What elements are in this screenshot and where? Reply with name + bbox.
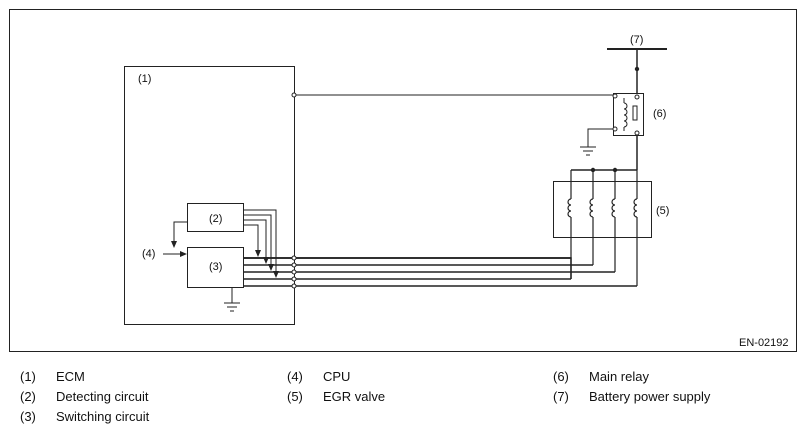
main-relay-box	[613, 93, 644, 136]
legend-text: ECM	[56, 369, 85, 384]
ecm-terminal-a	[291, 255, 297, 261]
relay-terminal-2	[612, 126, 618, 132]
sense-line-2	[243, 214, 272, 270]
detecting-circuit-box	[187, 203, 244, 232]
ecm-box	[124, 66, 295, 325]
feedback-line	[173, 221, 187, 247]
legend-text: EGR valve	[323, 389, 386, 404]
egr-valve-box	[553, 181, 652, 238]
legend-text: Detecting circuit	[56, 389, 149, 404]
legend-text: Battery power supply	[589, 389, 711, 404]
switching-circuit-box	[187, 247, 244, 288]
relay-coil-icon	[623, 98, 628, 131]
switching-ground-icon	[224, 302, 240, 312]
ecm-terminal-b	[291, 262, 297, 268]
legend-text: CPU	[323, 369, 351, 384]
relay-terminal-4	[634, 130, 640, 136]
legend-number: (4)	[287, 369, 303, 384]
legend-number: (7)	[553, 389, 569, 404]
egr-coil-2-icon	[589, 170, 594, 265]
figure-code: EN-02192	[739, 337, 789, 349]
legend-text: Main relay	[589, 369, 649, 384]
relay-terminal-3	[634, 94, 640, 100]
main-relay-label: (6)	[653, 108, 666, 120]
ecm-terminal-relay	[291, 92, 297, 98]
cpu-label: (4)	[142, 248, 155, 260]
drive-wires	[243, 257, 637, 287]
drive-line-1	[243, 257, 572, 279]
egr-valve-label: (5)	[656, 205, 669, 217]
ecm-terminal-e	[291, 283, 297, 289]
egr-coil-4-icon	[633, 170, 638, 286]
detecting-circuit-label: (2)	[209, 213, 222, 225]
battery-label: (7)	[630, 34, 643, 46]
relay-contact-icon	[632, 105, 638, 121]
relay-ground-wire	[587, 128, 613, 147]
figure-frame	[9, 9, 797, 352]
sense-line-3	[243, 219, 267, 263]
relay-terminal-1	[612, 93, 618, 99]
egr-bus-node-1	[590, 167, 596, 173]
feedback-arrow	[171, 241, 177, 248]
legend-number: (5)	[287, 389, 303, 404]
switching-circuit-label: (3)	[209, 261, 222, 273]
sense-arrow-4	[255, 250, 261, 257]
ecm-terminal-c	[291, 269, 297, 275]
relay-ground-icon	[580, 146, 596, 156]
battery-node	[634, 66, 640, 72]
ecm-label: (1)	[138, 73, 151, 85]
ecm-terminal-d	[291, 276, 297, 282]
legend-text: Switching circuit	[56, 409, 150, 424]
legend-number: (1)	[20, 369, 36, 384]
legend-number: (3)	[20, 409, 36, 424]
egr-bus-node-2	[612, 167, 618, 173]
sense-line-1	[243, 209, 277, 277]
legend-number: (2)	[20, 389, 36, 404]
egr-coil-3-icon	[611, 170, 616, 272]
legend-number: (6)	[553, 369, 569, 384]
drive-lines	[243, 257, 572, 279]
legend: (1) ECM (2) Detecting circuit (3) Switch…	[0, 362, 806, 434]
cpu-input-arrow	[180, 251, 187, 257]
sense-line-4	[243, 224, 259, 256]
